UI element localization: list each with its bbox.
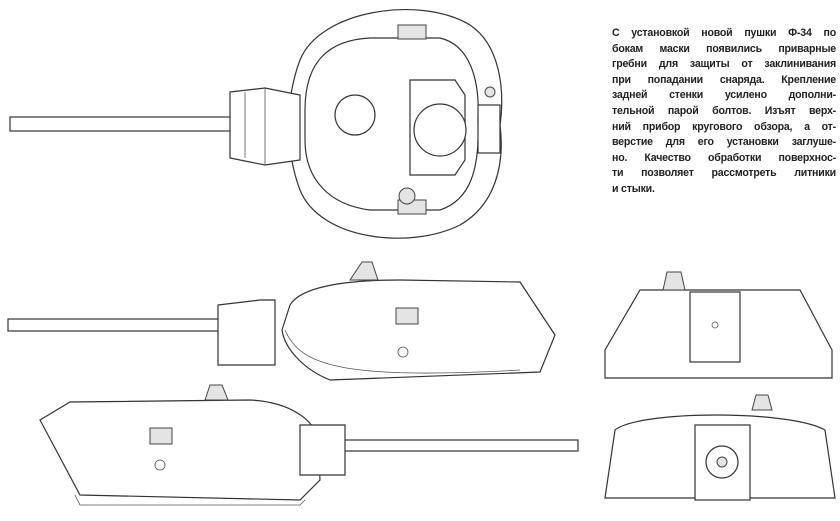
gun-barrel-top [9,116,233,132]
turret-body-side [281,279,556,381]
caption-line: задней стенки усилено дополни- [612,89,836,102]
gun-barrel-side [7,318,231,332]
cupola-front [751,394,773,411]
caption-text: С установкой новой пушки Ф-34 по бокам м… [612,26,836,198]
rear-plate [689,291,741,363]
caption-line: и стыки. [612,182,655,195]
cupola-side [349,261,379,281]
rear-plate-top [477,104,501,154]
gun-mantlet-side [217,299,276,366]
caption-line: тельной парой болтов. Изъят верх- [612,104,836,117]
turret-top-view [9,9,503,239]
caption-line: но. Качество обработки поверхнос- [612,151,836,164]
caption-line: гребни для защиты от заклинивания [612,58,836,71]
caption-line: при попадании снаряда. Крепление [612,73,836,86]
turret-body-side-2 [39,399,321,501]
caption-line: верстие для его установки заглуше- [612,136,836,149]
periscope-top [397,24,427,40]
gun-barrel-side-2 [319,439,579,452]
caption-line: бокам маски появились приварные [612,42,836,55]
hatch-left [334,94,376,136]
cupola-rear [662,271,686,291]
gun-mantlet-side-2 [299,424,346,476]
cupola-side-2 [204,384,229,401]
caption-line: ти позволяет рассмотреть литники [612,167,836,180]
turret-rear-view [604,271,833,379]
turret-side-view-right [7,261,556,381]
caption-line: ний прибор кругового обзора, а от- [612,120,836,133]
caption-line: С установкой новой пушки Ф-34 по [612,27,836,39]
turret-front-view [604,394,836,501]
turret-side-view-left [39,384,579,506]
